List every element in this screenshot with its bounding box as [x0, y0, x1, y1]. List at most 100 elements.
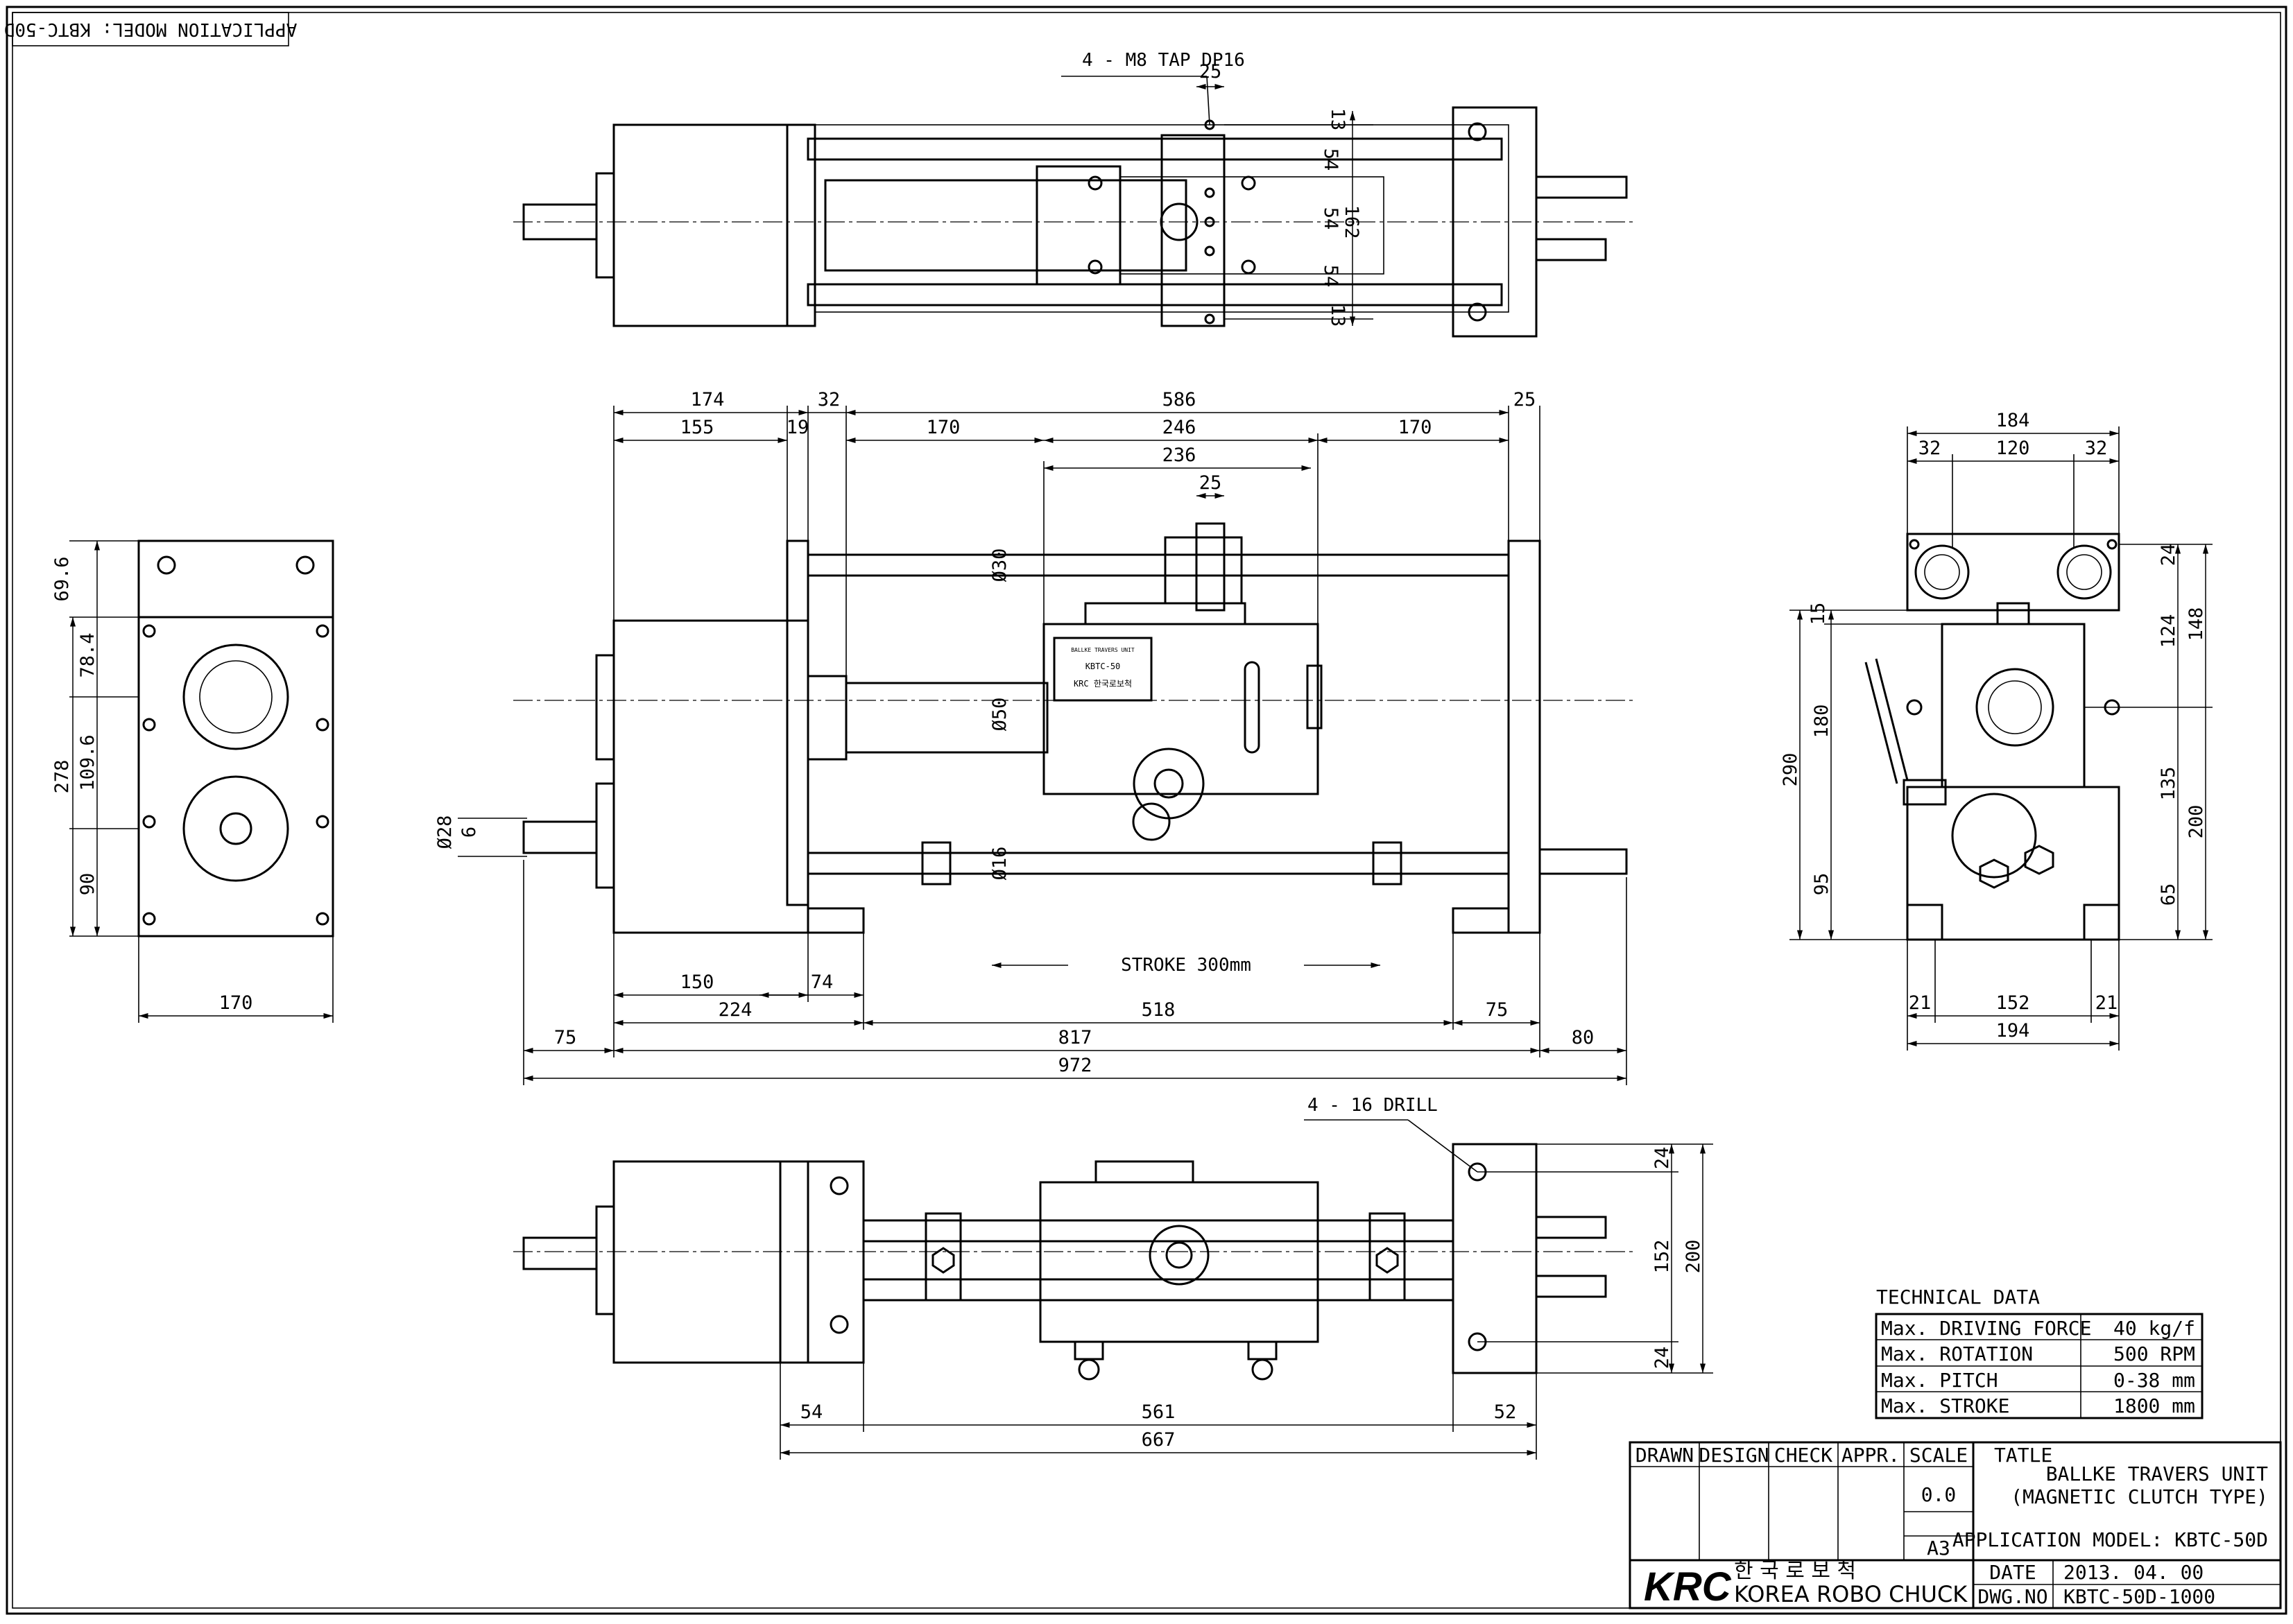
svg-text:54: 54 — [800, 1401, 823, 1423]
hdr-scale: SCALE — [1909, 1444, 1968, 1467]
title-block: DRAWN DESIGN CHECK APPR. SCALE 0.0 A3 TA… — [1629, 1441, 2282, 1609]
bottom-clutch — [1149, 1225, 1210, 1286]
bottom-rail-1 — [862, 1219, 1454, 1243]
svg-text:170: 170 — [927, 417, 961, 438]
front-guide-rod — [807, 553, 1510, 577]
dwg-label: DWG.NO — [1977, 1585, 2047, 1608]
svg-text:224: 224 — [719, 999, 753, 1021]
outer-border — [6, 6, 2287, 1615]
svg-text:32: 32 — [818, 389, 841, 411]
left-plate — [137, 539, 334, 938]
svg-text:95: 95 — [1811, 873, 1832, 896]
front-screw-rod — [807, 852, 1510, 875]
svg-text:52: 52 — [1494, 1401, 1517, 1423]
dim-top-25: 25 — [1199, 61, 1222, 83]
svg-text:54: 54 — [1320, 265, 1341, 288]
plate-text-2: KBTC-50 — [1085, 662, 1121, 671]
tech-row-value: 500 RPM — [2113, 1342, 2195, 1365]
svg-text:25: 25 — [1513, 389, 1536, 411]
right-base — [1906, 786, 2120, 941]
svg-text:170: 170 — [219, 992, 253, 1014]
plate-text-1: BALLKE TRAVERS UNIT — [1071, 647, 1135, 653]
front-input-shaft — [522, 820, 598, 854]
svg-text:Ø28: Ø28 — [434, 815, 456, 849]
svg-text:32: 32 — [1918, 438, 1941, 459]
krc-logo: KRC — [1644, 1564, 1732, 1609]
stroke-note: STROKE 300mm — [1121, 955, 1251, 976]
svg-text:24: 24 — [1651, 1347, 1673, 1370]
svg-text:200: 200 — [1683, 1240, 1704, 1274]
right-carriage — [1941, 623, 2086, 788]
left-lower-flange — [182, 775, 289, 882]
tech-row-label: Max. PITCH — [1881, 1369, 1998, 1392]
company-korean: 한 국 로 보 척 — [1734, 1559, 1856, 1583]
svg-text:278: 278 — [51, 760, 73, 794]
dwg-value: KBTC-50D-1000 — [2063, 1585, 2215, 1608]
plate-text-3: KRC 한국로보척 — [1074, 679, 1132, 689]
svg-text:184: 184 — [1996, 410, 2030, 431]
tech-row-value: 0-38 mm — [2113, 1369, 2195, 1392]
svg-text:124: 124 — [2158, 614, 2179, 648]
bottom-view: 4 - 16 DRILL 24 152 200 24 54 561 52 667 — [513, 1095, 1713, 1460]
svg-text:75: 75 — [554, 1027, 577, 1048]
svg-text:90: 90 — [77, 873, 98, 896]
svg-text:586: 586 — [1162, 389, 1196, 411]
svg-text:13: 13 — [1327, 108, 1348, 131]
hdr-design: DESIGN — [1699, 1444, 1769, 1467]
svg-text:32: 32 — [2085, 438, 2108, 459]
front-handwheel — [1133, 748, 1205, 820]
svg-text:236: 236 — [1162, 444, 1196, 466]
svg-text:80: 80 — [1572, 1027, 1595, 1048]
svg-text:21: 21 — [2095, 992, 2118, 1014]
left-view: 69.6 78.4 278 109.6 90 170 — [51, 539, 334, 1023]
tech-row-value: 1800 mm — [2113, 1394, 2195, 1417]
svg-text:120: 120 — [1996, 438, 2030, 459]
right-bore — [1975, 668, 2054, 747]
svg-text:194: 194 — [1996, 1020, 2030, 1042]
svg-text:561: 561 — [1142, 1401, 1176, 1423]
front-carriage — [1042, 623, 1319, 795]
svg-text:290: 290 — [1780, 753, 1801, 787]
bottom-end-plate — [1452, 1143, 1538, 1374]
drill-note: 4 - 16 DRILL — [1307, 1095, 1438, 1116]
svg-text:Ø16: Ø16 — [989, 847, 1011, 881]
svg-text:162: 162 — [1341, 205, 1362, 239]
front-motor — [612, 619, 809, 934]
top-motor — [612, 123, 789, 327]
application-model: APPLICATION MODEL: KBTC-50D — [1952, 1528, 2268, 1551]
bottom-motor — [612, 1160, 809, 1364]
right-flange — [1951, 793, 2037, 879]
svg-text:518: 518 — [1142, 999, 1176, 1021]
bottom-carriage — [1039, 1181, 1319, 1343]
hdr-check: CHECK — [1774, 1444, 1832, 1467]
top-input-shaft — [522, 203, 598, 241]
svg-text:15: 15 — [1807, 603, 1829, 625]
date-value: 2013. 04. 00 — [2063, 1561, 2204, 1584]
svg-text:667: 667 — [1142, 1429, 1176, 1451]
tech-row-label: Max. STROKE — [1881, 1394, 2009, 1417]
drawing-title-1: BALLKE TRAVERS UNIT — [2046, 1462, 2268, 1485]
right-lever — [1864, 662, 1898, 784]
svg-text:246: 246 — [1162, 417, 1196, 438]
svg-text:54: 54 — [1320, 207, 1341, 230]
svg-text:Ø50: Ø50 — [989, 698, 1011, 732]
technical-data-table: TECHNICAL DATA Max. DRIVING FORCE 40 kg/… — [1875, 1286, 2204, 1419]
svg-text:109.6: 109.6 — [77, 734, 98, 791]
tech-row-label: Max. DRIVING FORCE — [1881, 1317, 2091, 1340]
border-label-box — [12, 12, 289, 46]
svg-text:69.6: 69.6 — [51, 556, 73, 601]
svg-text:174: 174 — [691, 389, 725, 411]
svg-text:817: 817 — [1058, 1027, 1092, 1048]
tech-row-value: 40 kg/f — [2113, 1317, 2195, 1340]
svg-text:74: 74 — [811, 971, 834, 993]
front-end-plate — [1507, 539, 1541, 934]
left-upper-flange — [182, 643, 289, 750]
drawing-title-2: (MAGNETIC CLUTCH TYPE) — [2011, 1485, 2268, 1508]
svg-text:972: 972 — [1058, 1055, 1092, 1076]
svg-text:148: 148 — [2185, 607, 2207, 641]
top-end-plate — [1452, 106, 1538, 338]
paper-size: A3 — [1927, 1537, 1950, 1560]
svg-text:170: 170 — [1398, 417, 1432, 438]
svg-text:21: 21 — [1909, 992, 1932, 1014]
